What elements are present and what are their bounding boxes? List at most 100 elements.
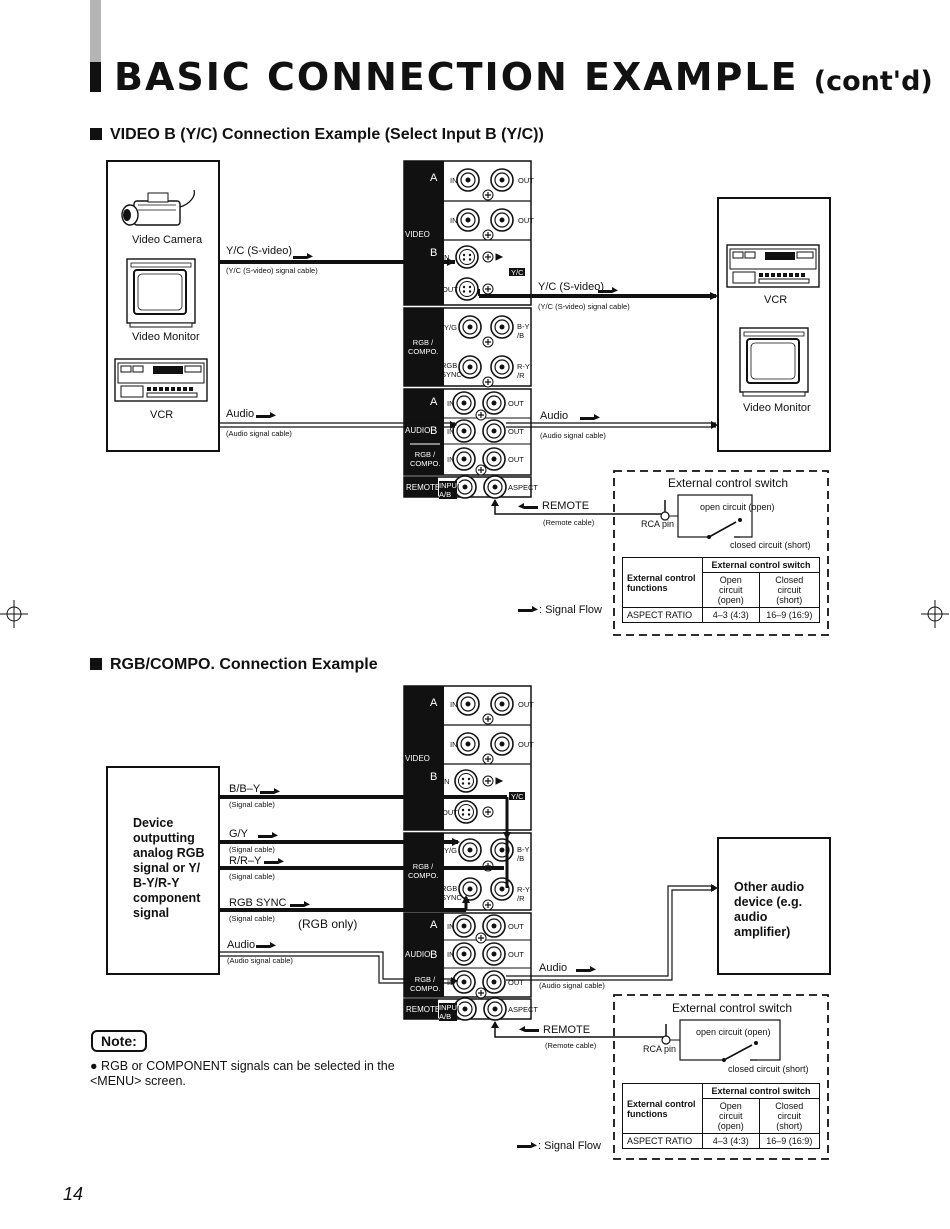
p2-ain-3: IN	[447, 978, 455, 987]
vcr-label: VCR	[150, 409, 174, 421]
panel2-rgb-compo: RGB / COMPO.	[408, 862, 439, 880]
ext-open-2: open circuit (open)	[696, 1027, 771, 1037]
p1-in-3: IN	[442, 253, 450, 262]
bullet-icon: ●	[90, 1059, 98, 1073]
panel1-a: A	[430, 172, 438, 184]
remote-sub: (Remote cable)	[543, 518, 595, 527]
panel1-video: VIDEO	[405, 230, 430, 239]
audio-in-label: Audio	[226, 408, 255, 420]
panel2-audio: AUDIO	[405, 950, 431, 959]
other-audio-device: Other audio device (e.g. audio amplifier…	[734, 880, 805, 939]
p1-out-2: OUT	[518, 216, 534, 225]
gy-label: G/Y	[229, 828, 248, 840]
p1-in-2: IN	[450, 216, 458, 225]
terminal-panel-2	[403, 685, 532, 1021]
audio2-out-sub: (Audio signal cable)	[539, 981, 605, 990]
p1-out-3: OUT	[442, 285, 458, 294]
monitor-label: Video Monitor	[132, 331, 200, 343]
panel1-audio-a: A	[430, 396, 438, 408]
section2-heading-text: RGB/COMPO. Connection Example	[110, 656, 378, 673]
p1-aout: OUT	[508, 399, 524, 408]
p2-aspect: ASPECT	[508, 1005, 539, 1014]
note-body: RGB or COMPONENT signals can be selected…	[90, 1059, 395, 1088]
rgb-only-note: (RGB only)	[298, 917, 358, 931]
page-title: BASIC CONNECTION EXAMPLE (cont'd)	[114, 55, 933, 99]
signal-flow-legend-2: : Signal Flow	[538, 1140, 601, 1152]
audio-out-label: Audio	[540, 410, 569, 422]
panel1-audio-b: B	[430, 425, 438, 437]
p2-in-1: IN	[450, 700, 458, 709]
panel1-audio-rgb: RGB / COMPO.	[410, 450, 441, 468]
p2-ain-2: IN	[447, 950, 455, 959]
note-text: ● RGB or COMPONENT signals can be select…	[90, 1059, 420, 1089]
top-gray-bar	[90, 0, 101, 62]
camera-label: Video Camera	[132, 234, 203, 246]
p1-ain: IN	[447, 399, 455, 408]
panel2-remote: REMOTE	[406, 1005, 441, 1014]
panel1-audio: AUDIO	[405, 426, 431, 435]
yc-in-label: Y/C (S-video)	[226, 245, 293, 257]
yc-out-sub: (Y/C (S-video) signal cable)	[538, 302, 630, 311]
device-description: Device outputting analog RGB signal or Y…	[133, 816, 205, 920]
panel2-audio-b: B	[430, 949, 438, 961]
p1-aspect: ASPECT	[508, 483, 539, 492]
p1-sync: RGB SYNC	[441, 361, 462, 379]
remote-label: REMOTE	[542, 500, 590, 512]
registration-mark-left	[0, 600, 28, 628]
panel2-video: VIDEO	[405, 754, 430, 763]
ext-t1-closed: Closed circuit (short)	[758, 572, 821, 608]
ext-table-1: External control functions External cont…	[622, 557, 821, 623]
ext-rca-2: RCA pin	[643, 1044, 677, 1054]
ext-t1-colhead: External control switch	[701, 557, 821, 573]
remote2-label: REMOTE	[543, 1024, 591, 1036]
ext-t1-rowhead: External control functions	[622, 557, 703, 608]
p1-ry: R-Y /R	[517, 362, 530, 380]
title-contd: (cont'd)	[813, 66, 933, 97]
p2-by: B-Y /B	[517, 845, 530, 863]
ext-table-2: External control functions External cont…	[622, 1083, 821, 1149]
p2-aout-3: OUT	[508, 978, 524, 987]
panel2-b: B	[430, 771, 438, 783]
note-label: Note:	[91, 1030, 147, 1052]
vcr-icon	[114, 358, 208, 402]
section1-heading-text: VIDEO B (Y/C) Connection Example (Select…	[110, 126, 544, 143]
p1-yc: Y/C	[511, 268, 524, 277]
page-number: 14	[63, 1184, 84, 1204]
p1-ain-3: IN	[447, 455, 455, 464]
title-main: BASIC CONNECTION EXAMPLE	[114, 55, 799, 99]
ry-sub: (Signal cable)	[229, 872, 275, 881]
video-monitor-icon	[126, 258, 196, 328]
ext-t2-closed: Closed circuit (short)	[758, 1098, 821, 1134]
panel1-b: B	[430, 247, 438, 259]
audio2-in-sub: (Audio signal cable)	[227, 956, 293, 965]
output-vcr-icon	[726, 244, 820, 288]
p2-ain: IN	[447, 922, 455, 931]
p1-aout-3: OUT	[508, 455, 524, 464]
terminal-panel-1	[403, 160, 532, 499]
ext-closed-1: closed circuit (short)	[730, 540, 811, 550]
ext-switch-title-1: External control switch	[668, 476, 789, 490]
panel1-rgb-compo: RGB / COMPO.	[408, 338, 439, 356]
ext-t1-openval: 4–3 (4:3)	[701, 607, 760, 623]
p2-yc: Y/C	[511, 792, 524, 801]
p2-in-3: IN	[442, 777, 450, 786]
ext-open-1: open circuit (open)	[700, 502, 775, 512]
p2-ry: R-Y /R	[517, 885, 530, 903]
p1-by: B-Y /B	[517, 322, 530, 340]
output-monitor-label: Video Monitor	[743, 402, 811, 414]
section1-heading: VIDEO B (Y/C) Connection Example (Select…	[90, 126, 544, 144]
p2-sync: RGB SYNC	[441, 884, 462, 902]
panel1-remote: REMOTE	[406, 483, 441, 492]
ext-t2-openval: 4–3 (4:3)	[701, 1133, 760, 1149]
ext-t2-label: ASPECT RATIO	[622, 1133, 703, 1149]
gy-sub: (Signal cable)	[229, 845, 275, 854]
p2-out-3: OUT	[442, 808, 458, 817]
ext-t1-label: ASPECT RATIO	[622, 607, 703, 623]
audio2-out-label: Audio	[539, 962, 568, 974]
p2-out-1: OUT	[518, 700, 534, 709]
registration-mark-right	[921, 600, 949, 628]
p1-yg: Y/G	[444, 323, 457, 332]
section2-heading: RGB/COMPO. Connection Example	[90, 656, 378, 674]
ext-t2-open: Open circuit (open)	[701, 1098, 760, 1134]
